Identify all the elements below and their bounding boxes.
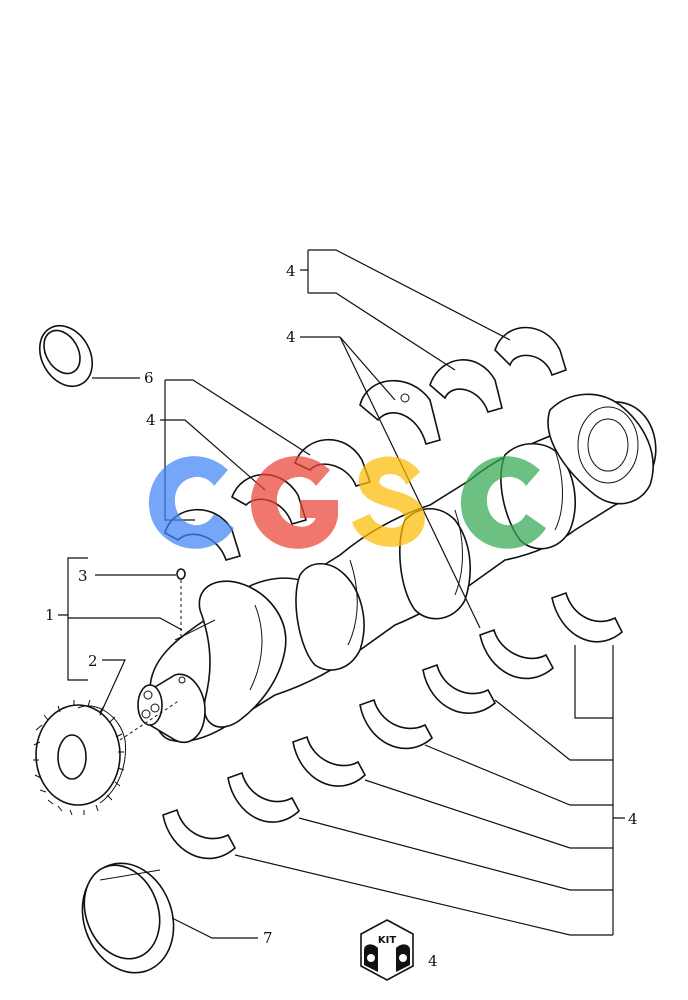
lower-shell-4 (359, 698, 434, 750)
callout-2: 2 (88, 652, 98, 670)
callout-1: 1 (45, 606, 55, 624)
upper-shell-2 (429, 359, 503, 413)
callout-4-upper: 4 (286, 328, 296, 346)
watermark-letter-c1 (148, 456, 234, 549)
callout-7: 7 (263, 929, 273, 947)
lower-shell-6 (227, 771, 300, 823)
watermark-letter-g (250, 456, 338, 549)
callout-6: 6 (144, 369, 154, 387)
crank-gear (33, 699, 127, 816)
rear-seal (81, 862, 175, 974)
upper-shell-3 (359, 379, 441, 445)
lower-shell-2 (479, 628, 555, 680)
lower-shell-3 (422, 663, 497, 714)
callout-labels: 4 4 6 4 3 1 2 4 7 4 (45, 262, 638, 970)
lower-shell-7 (162, 808, 237, 860)
callout-3: 3 (78, 567, 88, 585)
kit-badge-label: KIT (378, 935, 396, 946)
callout-4-right: 4 (628, 810, 638, 828)
lower-bearing-shells (162, 591, 623, 860)
lower-shell-5 (292, 735, 366, 787)
watermark-letter-c2 (460, 456, 546, 549)
upper-shell-1 (494, 326, 567, 377)
watermark-letter-s (352, 456, 425, 547)
leader-lines (58, 249, 625, 939)
watermark-logo (148, 456, 546, 549)
callout-4-top: 4 (286, 262, 296, 280)
callout-4-kit: 4 (428, 952, 438, 970)
lower-shell-1 (551, 591, 623, 643)
front-seal (38, 325, 94, 387)
kit-badge-icon: KIT (360, 919, 414, 981)
callout-4-mid: 4 (146, 411, 156, 429)
